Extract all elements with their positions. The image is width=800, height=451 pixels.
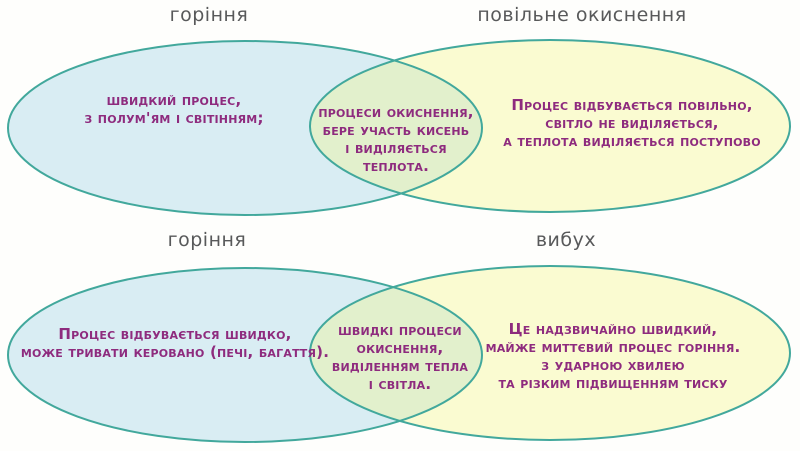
diagram2-overlap-text: швидкі процеси окиснення, виділенням теп…	[331, 321, 469, 393]
diagram2-overlap-lens	[310, 268, 482, 440]
diagram2-left-ellipse-outline	[7, 267, 483, 443]
diagram1-right-ellipse-outline	[309, 39, 791, 213]
diagram1-right-title: повільне окиснення	[477, 4, 687, 26]
diagram2-right-ellipse-outline	[309, 265, 791, 441]
diagram2-left-text: Процес відбувається швидко, може тривати…	[20, 325, 330, 361]
diagram2-right-title: вибух	[535, 229, 597, 251]
diagram2-left-title: горіння	[167, 229, 247, 251]
diagram2-right-text: Це надзвичайно швидкий, майже миттєвий п…	[485, 320, 741, 392]
diagram1-left-title: горіння	[169, 4, 249, 26]
diagram1-left-text: швидкий процес, з полум'ям і світінням;	[84, 91, 264, 127]
diagram1-right-text: Процес відбувається повільно, світло не …	[503, 96, 761, 150]
diagram1-left-ellipse-outline	[7, 40, 483, 216]
diagram1-overlap-lens	[310, 41, 482, 212]
diagram1-overlap-text: процеси окиснення, бере участь кисень і …	[318, 103, 474, 175]
